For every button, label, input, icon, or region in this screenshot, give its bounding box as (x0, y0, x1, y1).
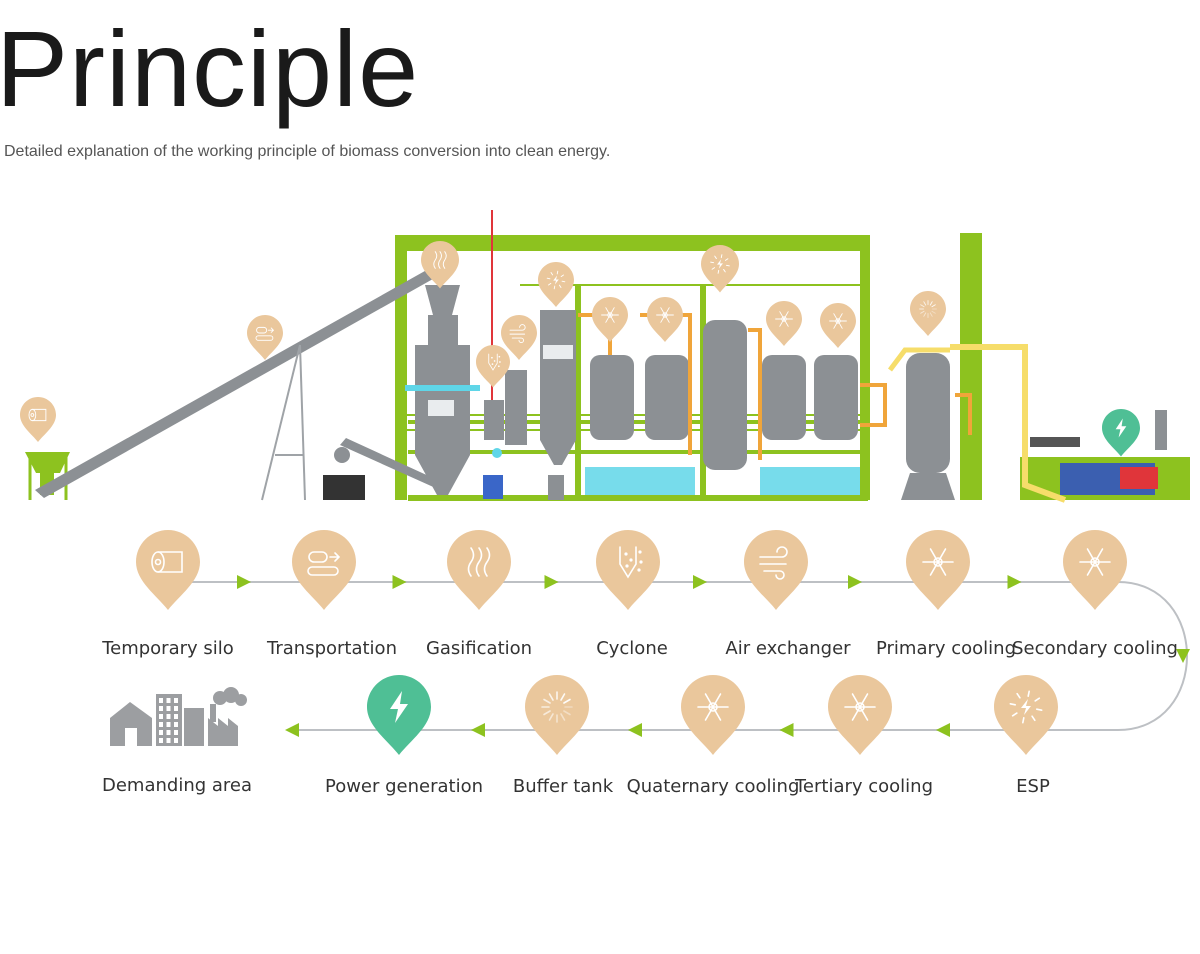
step-label-row1: Temporary silo (102, 638, 234, 659)
step-label-row1: Air exchanger (725, 638, 851, 659)
wind-icon (759, 546, 788, 580)
electrostatic-icon (710, 254, 730, 274)
step-label-row1: Transportation (267, 638, 397, 659)
flow-arrow (237, 575, 251, 589)
plant-illustration (20, 210, 1190, 503)
flow-arrow (1007, 575, 1022, 589)
step-pin (681, 675, 745, 755)
cyclone-icon (488, 353, 501, 371)
plant-pin-air-exchanger (501, 315, 537, 360)
cyclone-icon (619, 546, 643, 579)
lightning-icon (1115, 418, 1127, 438)
esp-vessel (540, 310, 576, 500)
step-pin (367, 675, 431, 755)
water-basin-1 (585, 467, 695, 495)
step-label-row2: Demanding area (101, 775, 253, 796)
step-label-row2: Buffer tank (512, 776, 614, 797)
step-pin (744, 530, 808, 610)
generator-set (1030, 410, 1167, 495)
step-pin (1063, 530, 1127, 610)
step-label-row1: Gasification (425, 638, 533, 659)
page-title: Principle (0, 8, 420, 129)
step-pin (828, 675, 892, 755)
flow-arrow (693, 575, 707, 589)
cyclone-vessel (483, 370, 527, 499)
electrostatic-icon (1009, 690, 1043, 724)
plant-pin-tertiary-cooling (766, 301, 802, 346)
step-pin (994, 675, 1058, 755)
plant-pin-power-generation (1102, 409, 1140, 457)
plant-pin-gasification (421, 241, 459, 289)
city-buildings-icon (110, 687, 247, 746)
page-subtitle: Detailed explanation of the working prin… (4, 143, 611, 160)
step-pin (447, 530, 511, 610)
snowflake-icon (601, 307, 619, 323)
snowflake-icon (1079, 548, 1111, 576)
step-pin (906, 530, 970, 610)
temporary-silo-hopper (25, 452, 70, 500)
snowflake-icon (656, 307, 674, 323)
buffer-icon (541, 691, 573, 723)
feeder-unit (323, 438, 444, 500)
heat-waves-icon (433, 251, 447, 269)
step-label-row2: ESP (1016, 776, 1050, 797)
plant-pin-temporary-silo (20, 397, 56, 442)
step-label-row1: Primary cooling (875, 638, 1017, 659)
step-pin (292, 530, 356, 610)
snowflake-icon (844, 693, 876, 721)
step-label-row2: Quaternary cooling (626, 776, 800, 797)
plant-pin-cyclone (476, 345, 510, 388)
flow-arrow (848, 575, 862, 589)
heat-waves-icon (467, 547, 491, 577)
snowflake-icon (775, 311, 793, 327)
electrostatic-icon (546, 270, 566, 290)
plant-pin-quaternary-cooling (820, 303, 856, 348)
conveyor-icon (255, 326, 275, 341)
buffer-icon (919, 300, 937, 318)
flow-arrow (285, 723, 299, 737)
flow-arrow (544, 575, 559, 589)
flow-arrow (936, 723, 950, 737)
flow-arrow (779, 723, 794, 737)
step-label-row1: Secondary cooling (1012, 638, 1178, 659)
snowflake-icon (697, 693, 729, 721)
step-label-row2: Tertiary cooling (794, 776, 934, 797)
log-icon (151, 551, 183, 573)
step-pin (596, 530, 660, 610)
connector-uturn (1032, 581, 1188, 731)
process-flow (110, 530, 1190, 755)
step-pin (525, 675, 589, 755)
step-pin (136, 530, 200, 610)
flow-arrow (628, 723, 642, 737)
snowflake-icon (829, 313, 847, 329)
step-label-row1: Cyclone (596, 638, 668, 659)
step-label-row2: Power generation (324, 776, 484, 797)
plant-pin-primary-cooling (592, 297, 628, 342)
log-icon (28, 408, 47, 422)
plant-pin-secondary-cooling (647, 297, 683, 342)
lightning-icon (390, 691, 408, 723)
flow-arrow (1176, 649, 1190, 663)
plant-pin-esp-column (701, 245, 739, 293)
wind-icon (509, 324, 526, 343)
water-basin-2 (760, 467, 860, 495)
gasifier-vessel (405, 285, 480, 495)
plant-pin-esp (538, 262, 574, 307)
snowflake-icon (922, 548, 954, 576)
conveyor-icon (307, 551, 341, 576)
cooling-tanks (590, 320, 955, 500)
flow-arrow (471, 723, 485, 737)
conveyor-belt (35, 267, 440, 501)
flow-arrow (392, 575, 407, 589)
plant-pin-transportation (247, 315, 283, 360)
plant-pin-buffer-tank (910, 291, 946, 336)
